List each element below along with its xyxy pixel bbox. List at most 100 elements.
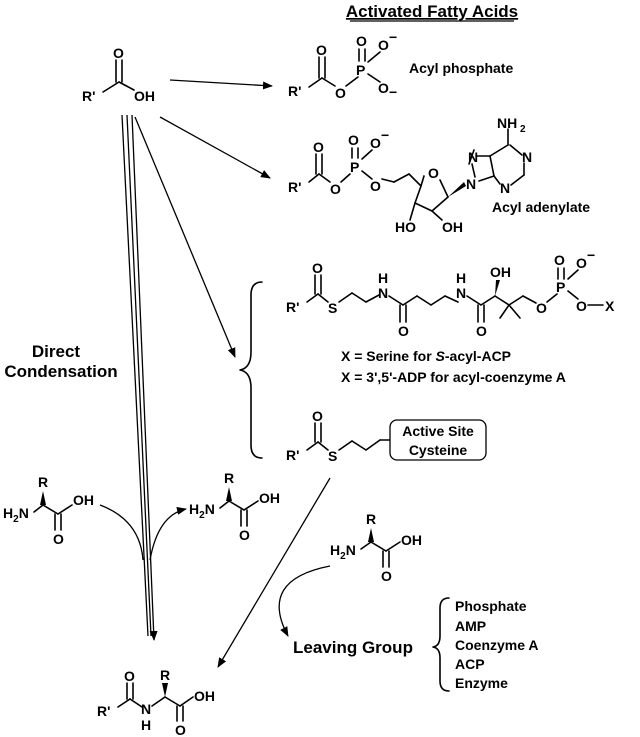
atom-label: O bbox=[536, 300, 547, 316]
atom-label: O bbox=[554, 252, 565, 268]
coa-note: X = 3',5'-ADP for acyl-coenzyme A bbox=[341, 369, 566, 385]
active-site-box bbox=[389, 419, 487, 461]
atom-label: O bbox=[356, 33, 367, 49]
direct-condensation-label: Direct bbox=[32, 342, 81, 361]
atom-label: OH bbox=[490, 264, 511, 280]
atom-label: X bbox=[605, 298, 615, 314]
acyl-acp-coa-structure: R' O S N H O N H O OH O P bbox=[286, 247, 615, 339]
atom-label: N bbox=[522, 149, 532, 165]
atom-label: O bbox=[335, 85, 346, 101]
atom-label: O bbox=[378, 80, 389, 96]
leaving-group-list: Phosphate AMP Coenzyme A ACP Enzyme bbox=[455, 598, 539, 691]
arrow-to-acyl-phosphate bbox=[169, 79, 273, 90]
atom-label: R bbox=[160, 667, 170, 683]
grouping-brace bbox=[239, 281, 263, 459]
cysteine-label: Cysteine bbox=[409, 442, 468, 458]
atom-label: O bbox=[378, 37, 389, 53]
atom-label: H2N bbox=[3, 505, 29, 525]
atom-label: HO bbox=[395, 219, 416, 235]
atom-label: O bbox=[313, 139, 324, 155]
amino-acid-middle: R H2N OH O bbox=[189, 470, 280, 543]
atom-label: N bbox=[141, 701, 151, 717]
serine-acp-note: X = Serine for S-acyl-ACP bbox=[341, 348, 511, 364]
atom-label: N bbox=[500, 180, 510, 196]
atom-label: H bbox=[141, 717, 151, 733]
acyl-phosphate-structure: R' O O P O O − O − bbox=[288, 29, 397, 101]
acyl-enzyme-structure: R' O S bbox=[286, 408, 391, 464]
atom-label: N bbox=[468, 149, 478, 165]
active-site-label: Active Site bbox=[402, 423, 474, 439]
direct-condensation-label-2: Condensation bbox=[4, 362, 117, 381]
atom-label: S bbox=[328, 300, 337, 316]
n-acyl-amino-acid-product: R' O N H R OH O bbox=[97, 667, 215, 737]
arrow-to-thioester bbox=[134, 116, 236, 358]
atom-label: OH bbox=[442, 219, 463, 235]
acyl-adenylate-label: Acyl adenylate bbox=[492, 199, 590, 215]
arrow-to-acyl-adenylate bbox=[159, 116, 271, 179]
atom-label: R' bbox=[288, 83, 301, 99]
atom-label: O bbox=[476, 323, 487, 339]
fatty-acid-structure: R' O OH bbox=[82, 45, 155, 104]
leaving-group-label: Leaving Group bbox=[293, 638, 413, 657]
atom-label: O bbox=[312, 408, 323, 424]
curved-arrow-to-leaving-group bbox=[278, 565, 331, 637]
atom-label: O bbox=[330, 181, 341, 197]
atom-label: O bbox=[370, 178, 381, 194]
atom-label: R bbox=[38, 474, 48, 490]
direct-condensation-arrow bbox=[121, 114, 158, 641]
list-item: Phosphate bbox=[455, 598, 527, 614]
list-item: Enzyme bbox=[455, 675, 508, 691]
atom-label: H bbox=[456, 270, 466, 286]
atom-label: O bbox=[381, 568, 392, 584]
atom-label: R' bbox=[286, 299, 299, 315]
atom-label: OH bbox=[194, 688, 215, 704]
leaving-group-brace bbox=[432, 597, 450, 692]
atom-label: P bbox=[350, 159, 359, 175]
atom-label: S bbox=[328, 448, 337, 464]
atom-label: − bbox=[389, 29, 397, 45]
atom-label: R' bbox=[97, 703, 110, 719]
atom-label: O bbox=[428, 165, 439, 181]
atom-label: N bbox=[456, 285, 466, 301]
atom-label: O bbox=[576, 255, 587, 271]
atom-label: O bbox=[398, 323, 409, 339]
atom-label: R bbox=[224, 470, 234, 486]
list-item: Coenzyme A bbox=[455, 637, 539, 653]
atom-label: NH bbox=[497, 115, 517, 131]
atom-label: O bbox=[370, 135, 381, 151]
atom-label: H2N bbox=[189, 501, 215, 521]
atom-label: 2 bbox=[520, 124, 526, 135]
acyl-phosphate-label: Acyl phosphate bbox=[409, 60, 513, 76]
curved-arrow-amino-acid-out bbox=[149, 506, 187, 561]
acyl-adenylate-structure: R' O O P O O − O O HO OH N N bbox=[288, 115, 532, 235]
list-item: AMP bbox=[455, 618, 486, 634]
atom-label: O bbox=[312, 260, 323, 276]
atom-label: R bbox=[366, 511, 376, 527]
atom-label: N bbox=[466, 176, 476, 192]
atom-label: R' bbox=[82, 88, 95, 104]
atom-label: OH bbox=[134, 88, 155, 104]
amino-acid-left: R H2N OH O bbox=[3, 474, 94, 547]
atom-label: H2N bbox=[330, 542, 356, 562]
atom-label: H bbox=[378, 270, 388, 286]
atom-label: OH bbox=[401, 532, 422, 548]
page-title: Activated Fatty Acids bbox=[346, 2, 518, 21]
arrow-to-product bbox=[217, 477, 331, 668]
atom-label: R' bbox=[288, 179, 301, 195]
atom-label: O bbox=[113, 45, 124, 61]
atom-label: O bbox=[175, 722, 186, 737]
atom-label: O bbox=[53, 531, 64, 547]
atom-label: O bbox=[348, 132, 359, 148]
atom-label: O bbox=[124, 668, 135, 684]
amino-acid-right: R H2N OH O bbox=[330, 511, 422, 584]
list-item: ACP bbox=[455, 656, 485, 672]
atom-label: − bbox=[381, 127, 389, 143]
atom-label: R' bbox=[286, 447, 299, 463]
atom-label: P bbox=[556, 279, 565, 295]
atom-label: − bbox=[389, 84, 397, 100]
atom-label: P bbox=[356, 62, 365, 78]
atom-label: OH bbox=[259, 490, 280, 506]
atom-label: O bbox=[576, 298, 587, 314]
curved-arrow-amino-acid-in bbox=[99, 504, 144, 561]
